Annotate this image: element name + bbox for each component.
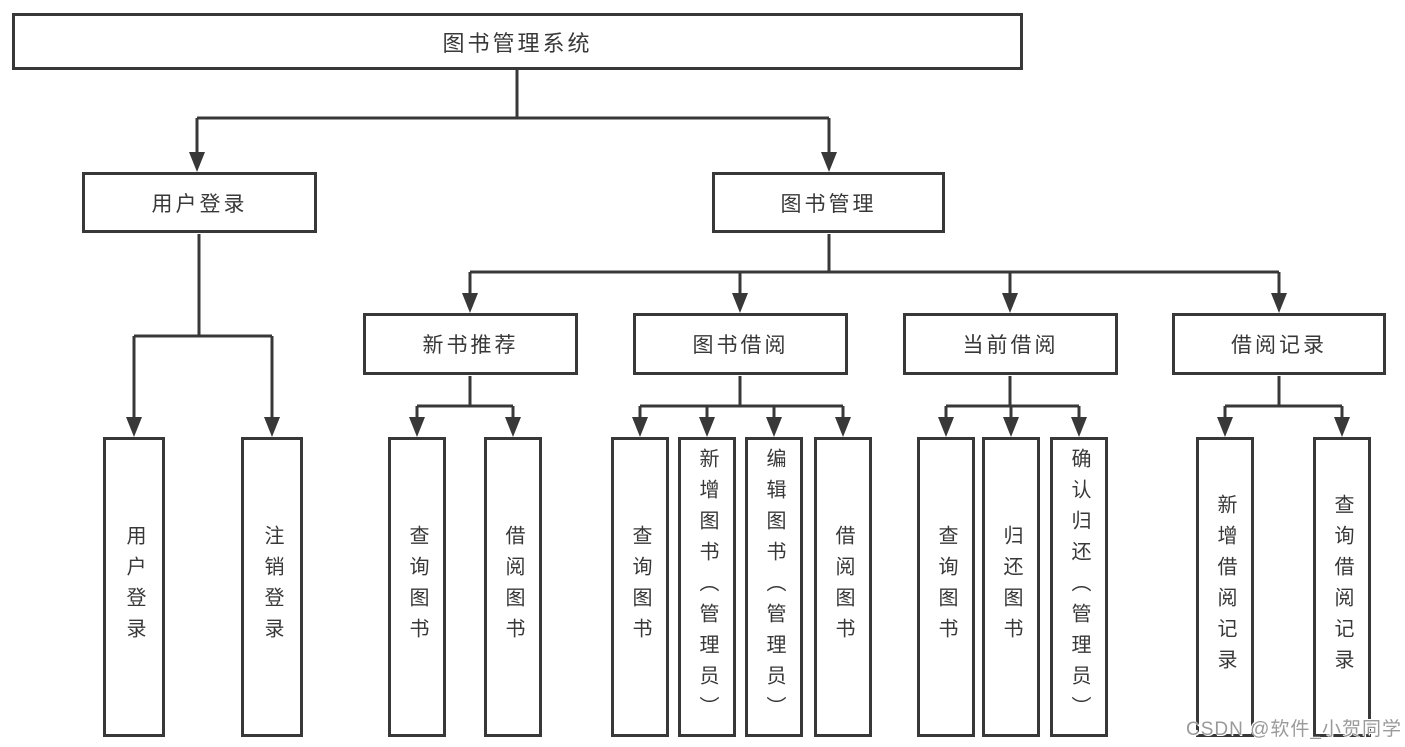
connector-borrow-record-children [1223,376,1344,420]
arrowhead-icon [462,293,478,313]
arrowhead-icon [835,417,851,437]
node-new-book-recommend: 新书推荐 [363,313,578,375]
arrowhead-icon [938,417,954,437]
arrowhead-icon [1002,293,1018,313]
leaf-user-login: 用户登录 [103,437,165,737]
node-book-management: 图书管理 [712,172,945,233]
arrowhead-icon [126,417,142,437]
arrowhead-icon [409,417,425,437]
watermark: CSDN @软件_小贺同学 [1186,719,1402,740]
node-current-borrow: 当前借阅 [903,313,1118,375]
node-user-login: 用户登录 [82,172,317,233]
arrowhead-icon [766,417,782,437]
leaf-return-books: 归还图书 [982,437,1040,737]
leaf-logout: 注销登录 [241,437,303,737]
leaf-edit-book-admin: 编辑图书（管理员） [745,437,803,737]
leaf-query-books-recommend: 查询图书 [388,437,446,737]
arrowhead-icon [1271,293,1287,313]
arrowhead-icon [1071,417,1087,437]
leaf-query-borrow-record: 查询借阅记录 [1313,437,1371,737]
arrowhead-icon [264,417,280,437]
leaf-query-books-borrow: 查询图书 [611,437,669,737]
arrowhead-icon [632,417,648,437]
node-root: 图书管理系统 [12,13,1023,70]
node-book-borrow: 图书借阅 [633,313,848,375]
leaf-query-books-current: 查询图书 [917,437,975,737]
arrowhead-icon [1217,417,1233,437]
connector-current-borrow-children [944,376,1081,420]
leaf-add-book-admin: 新增图书（管理员） [678,437,736,737]
arrowhead-icon [189,152,205,172]
arrowhead-icon [1003,417,1019,437]
arrowhead-icon [1334,417,1350,437]
connector-root-to-level2 [195,70,831,155]
leaf-add-borrow-record: 新增借阅记录 [1196,437,1254,737]
node-borrow-record: 借阅记录 [1172,313,1386,375]
arrowhead-icon [505,417,521,437]
leaf-borrow-books: 借阅图书 [814,437,872,737]
connector-new-book-children [415,376,515,420]
leaf-borrow-books-recommend: 借阅图书 [484,437,542,737]
leaf-confirm-return-admin: 确认归还（管理员） [1050,437,1108,737]
connector-book-management-children [468,234,1281,296]
arrowhead-icon [821,152,837,172]
arrowhead-icon [732,293,748,313]
connector-user-login-children [132,234,274,420]
connector-book-borrow-children [638,376,845,420]
arrowhead-icon [699,417,715,437]
